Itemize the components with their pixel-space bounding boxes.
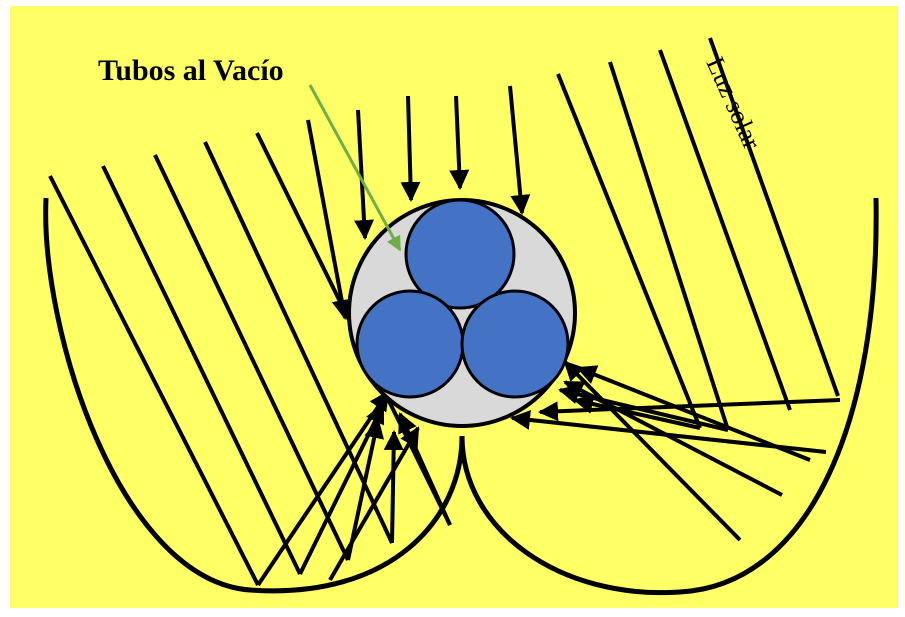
tube-top [404,198,516,310]
cpc-mirrors [43,197,879,596]
pointer-arrow [308,84,402,252]
reflect-l4 [383,430,404,544]
ray-13 [658,49,792,411]
reflect-r3 [576,365,811,462]
ray-7 [354,109,375,240]
ray-4 [203,141,394,544]
ray-6 [306,119,352,320]
reflect-r7 [558,384,729,432]
ray-2 [101,165,302,575]
ray-11 [556,73,702,429]
reflected-rays-right [510,360,841,542]
left-mirror [43,197,465,594]
reflect-r5 [563,360,742,542]
tube-bottom-left [355,289,465,399]
vacuum-tube-assembly [347,198,577,428]
reflect-l6 [328,426,420,582]
tubes-label: Tubos al Vacío [98,54,284,87]
ray-8 [400,95,421,202]
sun-rays [48,37,840,586]
right-mirror [459,197,879,596]
ray-14 [708,37,840,397]
ray-9 [449,95,470,190]
ray-10 [508,85,531,215]
ray-12 [608,61,730,431]
reflect-r6 [573,394,701,430]
ray-3 [153,154,350,561]
ray-1 [48,175,260,586]
tube-bottom-right [460,289,570,399]
